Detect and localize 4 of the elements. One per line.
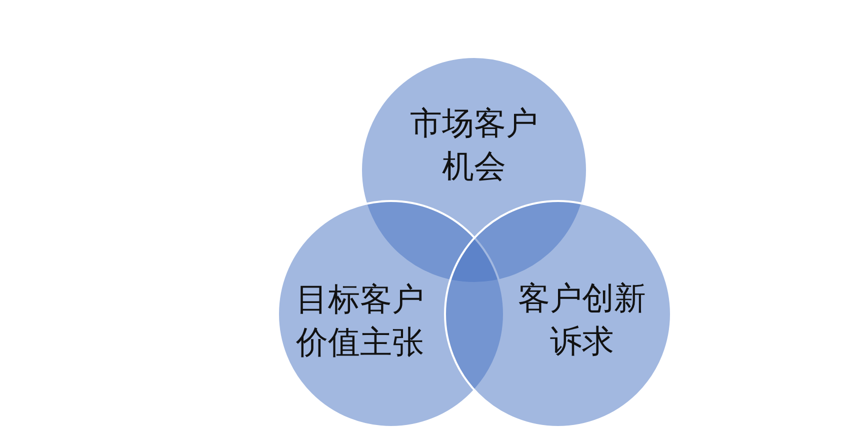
circle-label: 市场客户机会 bbox=[409, 103, 539, 187]
circle-label: 目标客户价值主张 bbox=[295, 279, 425, 363]
circle-label: 客户创新诉求 bbox=[517, 278, 647, 362]
venn-circle bbox=[444, 200, 672, 428]
